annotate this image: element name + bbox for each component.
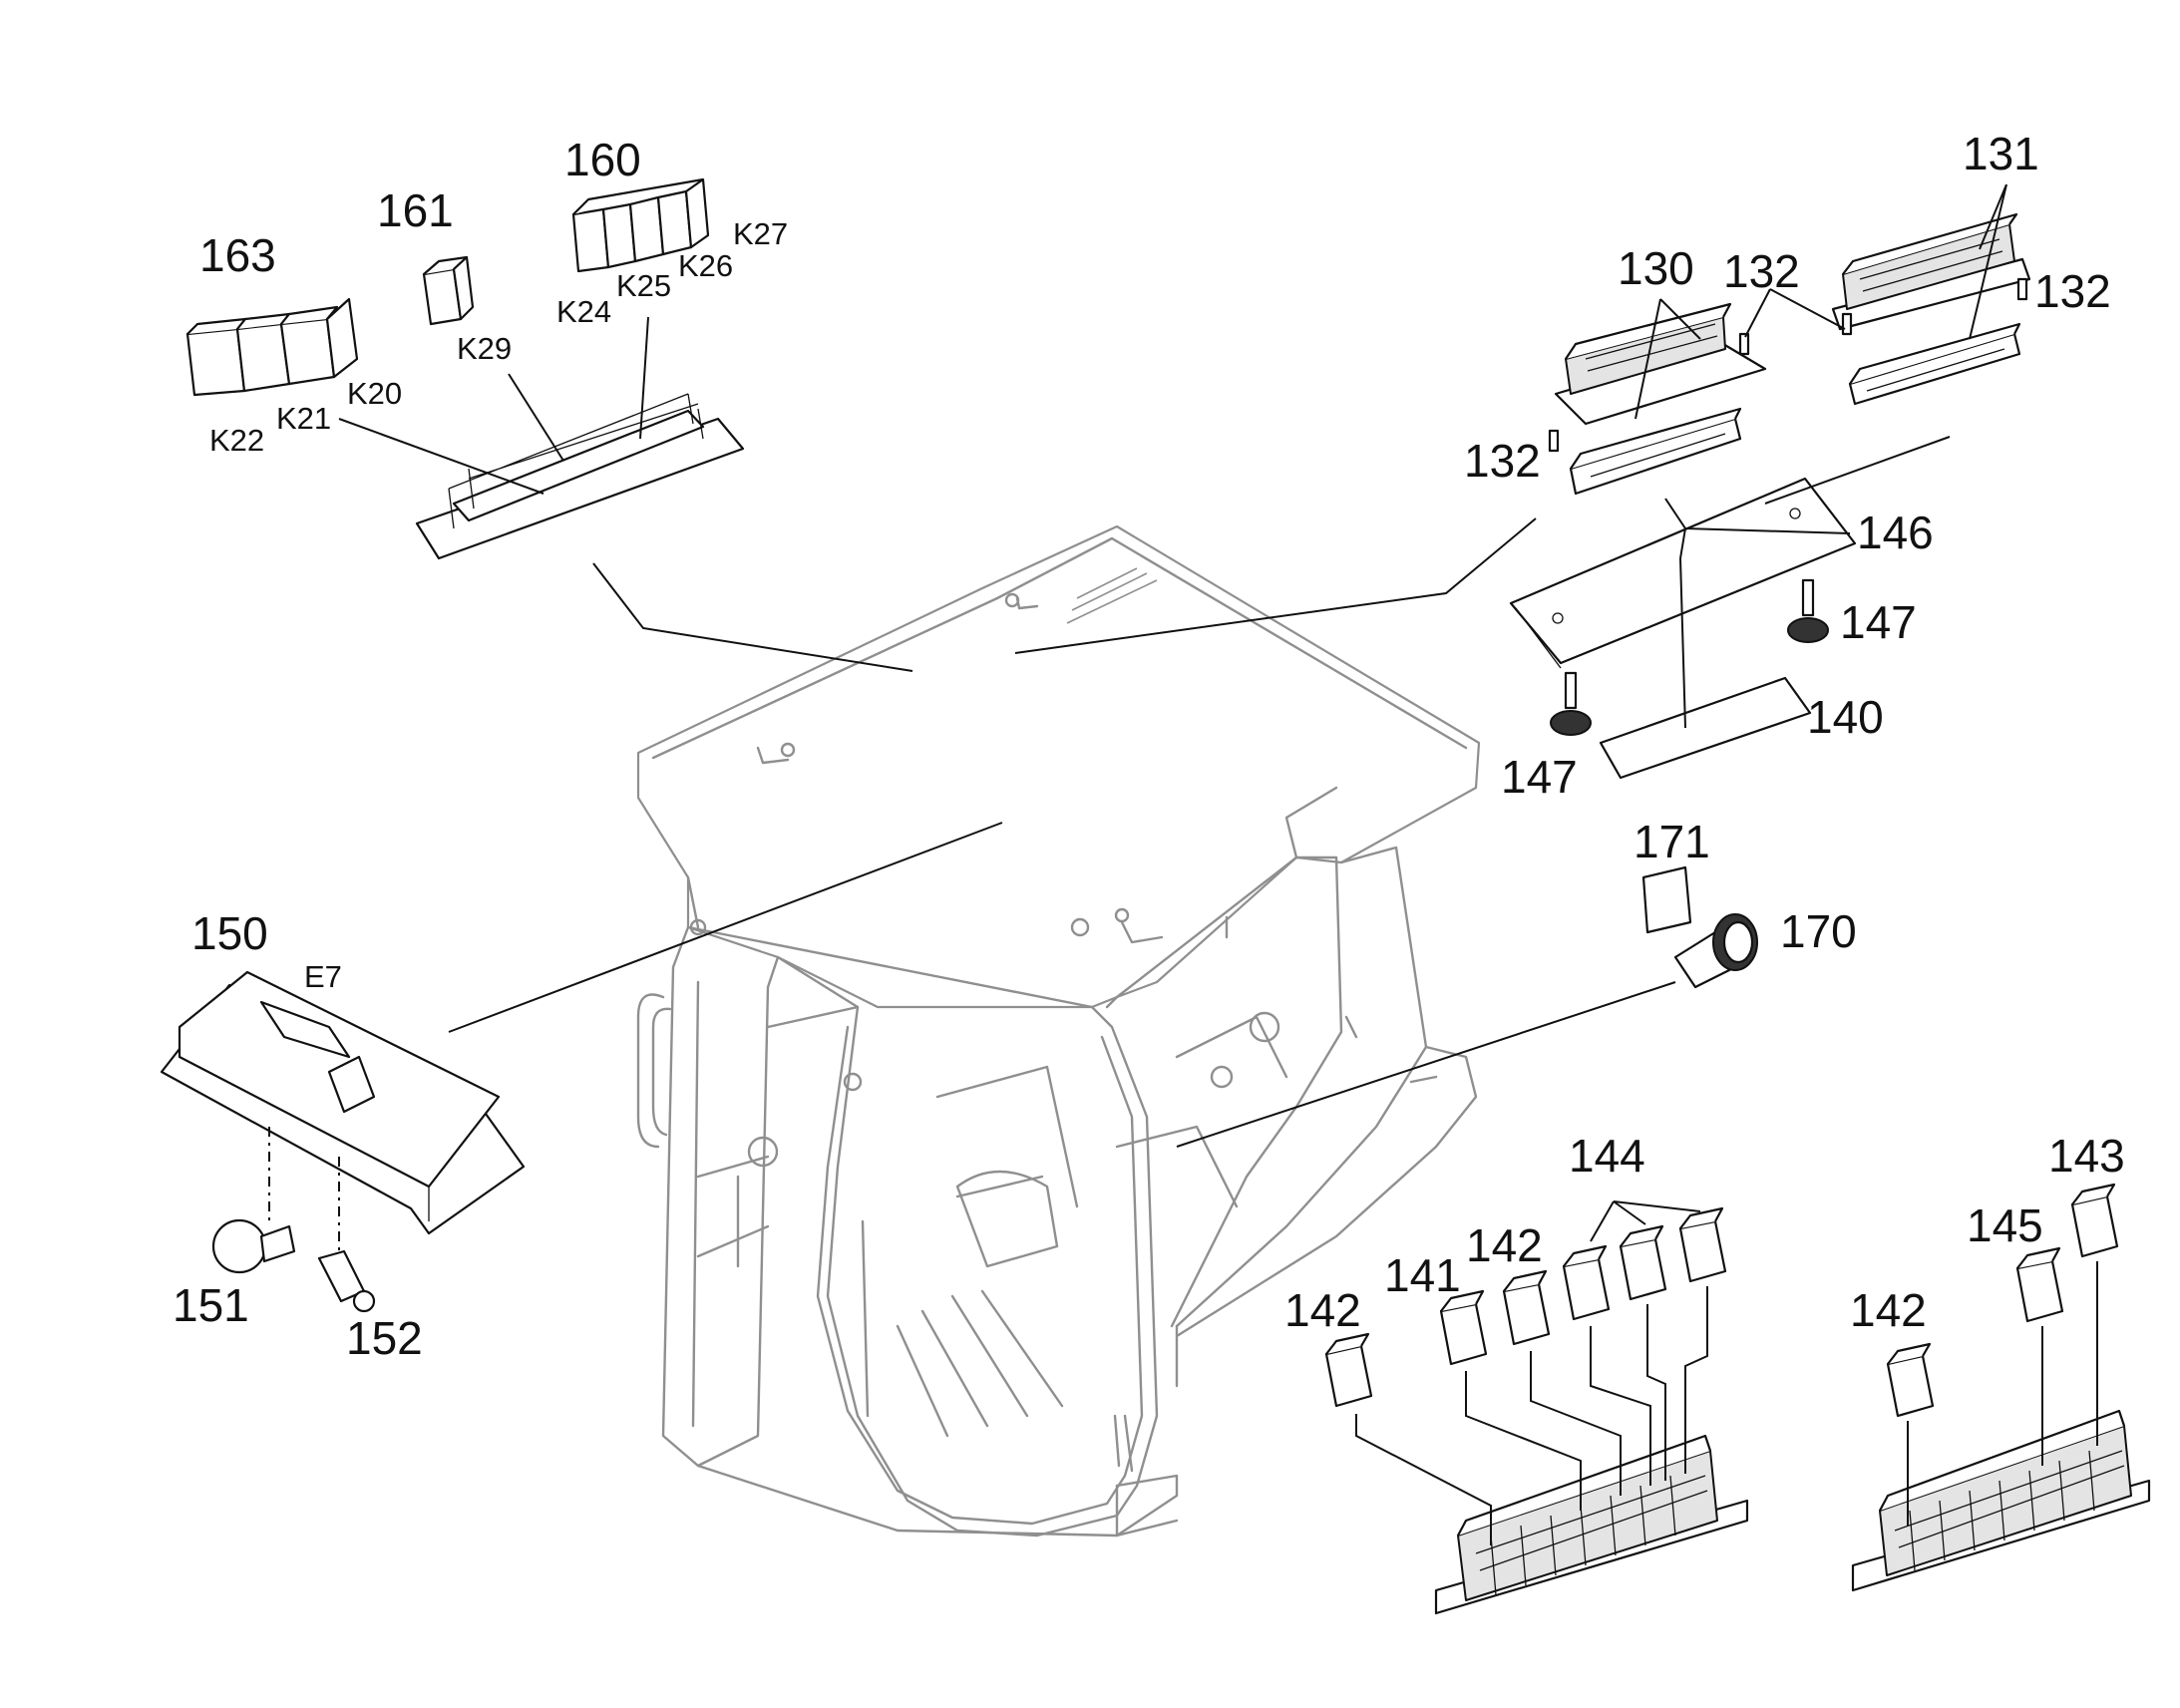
leader-130 [1635, 298, 1701, 420]
callout-147-left: 147 [1501, 751, 1578, 803]
relay-group-160 [571, 177, 710, 273]
thumbscrew-147-b [1787, 578, 1829, 643]
callout-132-left: 132 [1464, 435, 1541, 487]
callout-161: 161 [377, 184, 454, 236]
connector-131 [1831, 212, 2031, 406]
ref-e7: E7 [304, 959, 342, 994]
ref-k20: K20 [347, 376, 402, 411]
screw-132-c [2016, 277, 2028, 301]
leader-fuse-142-left [1355, 1414, 1492, 1545]
ref-k26: K26 [678, 248, 733, 283]
power-socket-170 [1673, 913, 1758, 989]
label-140 [1599, 676, 1812, 780]
callout-132-right: 132 [2034, 265, 2111, 317]
screw-132-b [1841, 312, 1853, 336]
callout-146: 146 [1857, 507, 1934, 558]
callout-147-right: 147 [1840, 596, 1917, 648]
leader-fuse-141 [1465, 1371, 1582, 1511]
callout-171: 171 [1634, 816, 1710, 867]
ref-k27: K27 [733, 216, 788, 251]
leader-132 [1744, 288, 1846, 338]
leader-144-group [1590, 1200, 1701, 1242]
interior-lamp-150 [160, 970, 526, 1235]
fuse-142-mid [1502, 1269, 1551, 1346]
callout-144: 144 [1569, 1130, 1645, 1182]
leader-170 [1176, 981, 1676, 1148]
fuse-141 [1439, 1289, 1488, 1366]
fuse-142-right [1886, 1342, 1935, 1418]
ref-k24: K24 [556, 294, 611, 329]
ref-k25: K25 [616, 268, 671, 303]
sticker-171 [1641, 865, 1692, 934]
fuse-box-left [1434, 1434, 1749, 1615]
bulb-152 [317, 1249, 376, 1313]
callout-170: 170 [1780, 905, 1857, 957]
relay-base-plate [415, 393, 745, 560]
leader-fuse-144-a [1590, 1326, 1651, 1486]
cover-plate-146 [1509, 477, 1857, 669]
screw-132-a [1738, 332, 1750, 356]
fuse-142-left [1324, 1332, 1373, 1408]
callout-142-right: 142 [1850, 1284, 1927, 1336]
leader-board-cab [592, 562, 913, 672]
relay-161 [422, 255, 475, 326]
callout-160: 160 [564, 134, 641, 185]
leader-fuse-144-b [1646, 1304, 1666, 1481]
leader-k25 [639, 316, 649, 440]
fuse-145 [2015, 1246, 2064, 1323]
screw-132-d [1548, 429, 1560, 453]
leader-fuse-144-c [1684, 1286, 1708, 1474]
leader-130-plate [1664, 498, 1686, 529]
callout-142-mid: 142 [1466, 1219, 1543, 1271]
callout-163: 163 [199, 229, 276, 281]
connector-130 [1554, 302, 1767, 496]
bulb-151 [211, 1218, 296, 1274]
leader-131-plate [1764, 436, 1951, 505]
ref-k22: K22 [209, 423, 264, 458]
callout-132-top: 132 [1723, 245, 1800, 297]
leader-fuse-142-mid [1530, 1351, 1622, 1496]
callout-150: 150 [191, 907, 268, 959]
roof-vent-grid [1066, 567, 1158, 624]
callout-152: 152 [346, 1312, 423, 1364]
fuse-144-a [1562, 1244, 1611, 1321]
fuse-143 [2070, 1183, 2119, 1258]
leader-k29 [508, 373, 564, 462]
leader-131 [1969, 183, 2007, 340]
fuse-box-right [1851, 1409, 2151, 1592]
cab-assembly [636, 524, 1481, 1537]
leader-plate-cab [1014, 517, 1537, 654]
callout-130: 130 [1618, 242, 1694, 294]
callout-142-left: 142 [1284, 1284, 1361, 1336]
ref-k29: K29 [457, 331, 512, 366]
callout-141: 141 [1384, 1249, 1461, 1301]
leader-k20 [338, 418, 545, 495]
callout-143: 143 [2048, 1130, 2125, 1182]
callout-140: 140 [1807, 691, 1884, 743]
leader-lamp-cab [448, 822, 1003, 1033]
callout-145: 145 [1967, 1199, 2043, 1251]
fuse-144-c [1678, 1206, 1727, 1283]
relay-group-163 [185, 297, 359, 397]
ref-k21: K21 [276, 401, 331, 436]
thumbscrew-147-a [1550, 671, 1592, 736]
callout-131: 131 [1963, 128, 2039, 179]
callout-151: 151 [173, 1279, 249, 1331]
fuse-144-b [1619, 1224, 1667, 1301]
